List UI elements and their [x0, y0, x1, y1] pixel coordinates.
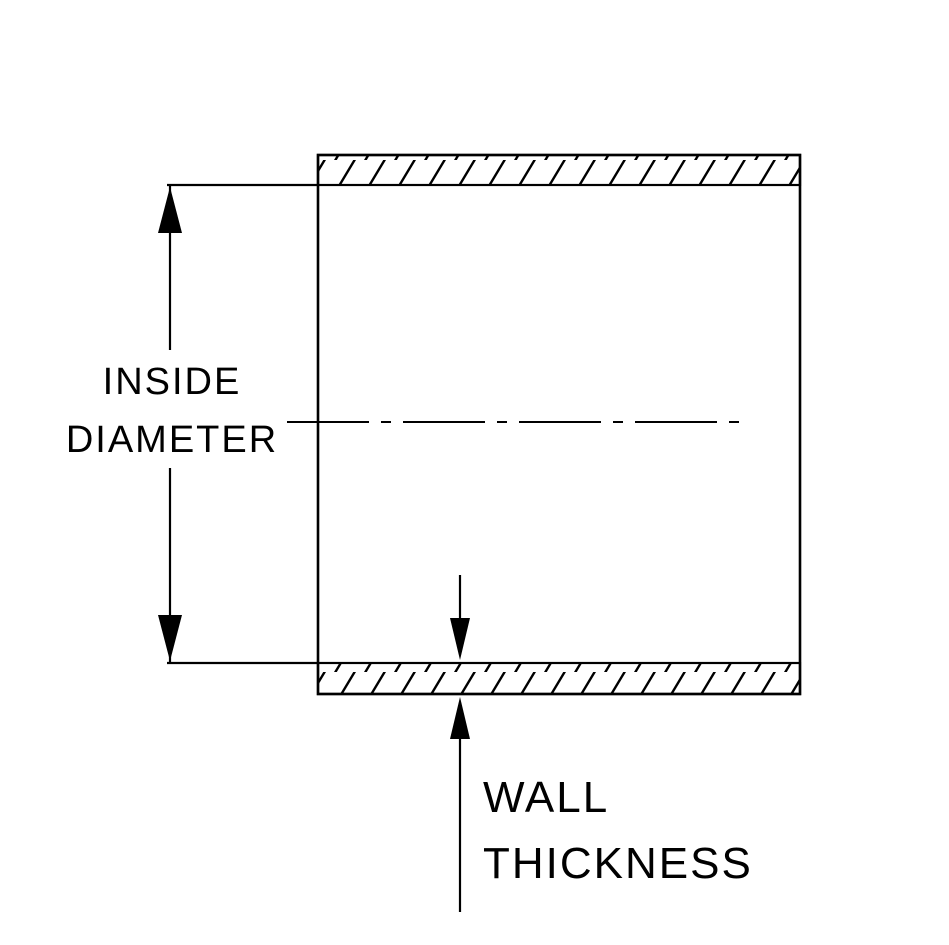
id-label-backing — [66, 350, 280, 468]
wall-thickness-label-line1: WALL — [483, 773, 609, 822]
inside-diameter-label-line1: INSIDE — [103, 361, 242, 403]
tube-body-outline — [316, 153, 802, 696]
inside-diameter-label-line2: DIAMETER — [66, 419, 278, 461]
wt-arrow-down-icon — [450, 618, 470, 660]
wt-arrow-up-icon — [450, 697, 470, 739]
id-arrow-down-icon — [158, 615, 182, 661]
bottom-wall-hatched — [316, 661, 802, 696]
top-wall-hatched — [316, 153, 802, 187]
id-arrow-up-icon — [158, 187, 182, 233]
wall-thickness-label-line2: THICKNESS — [483, 839, 753, 888]
